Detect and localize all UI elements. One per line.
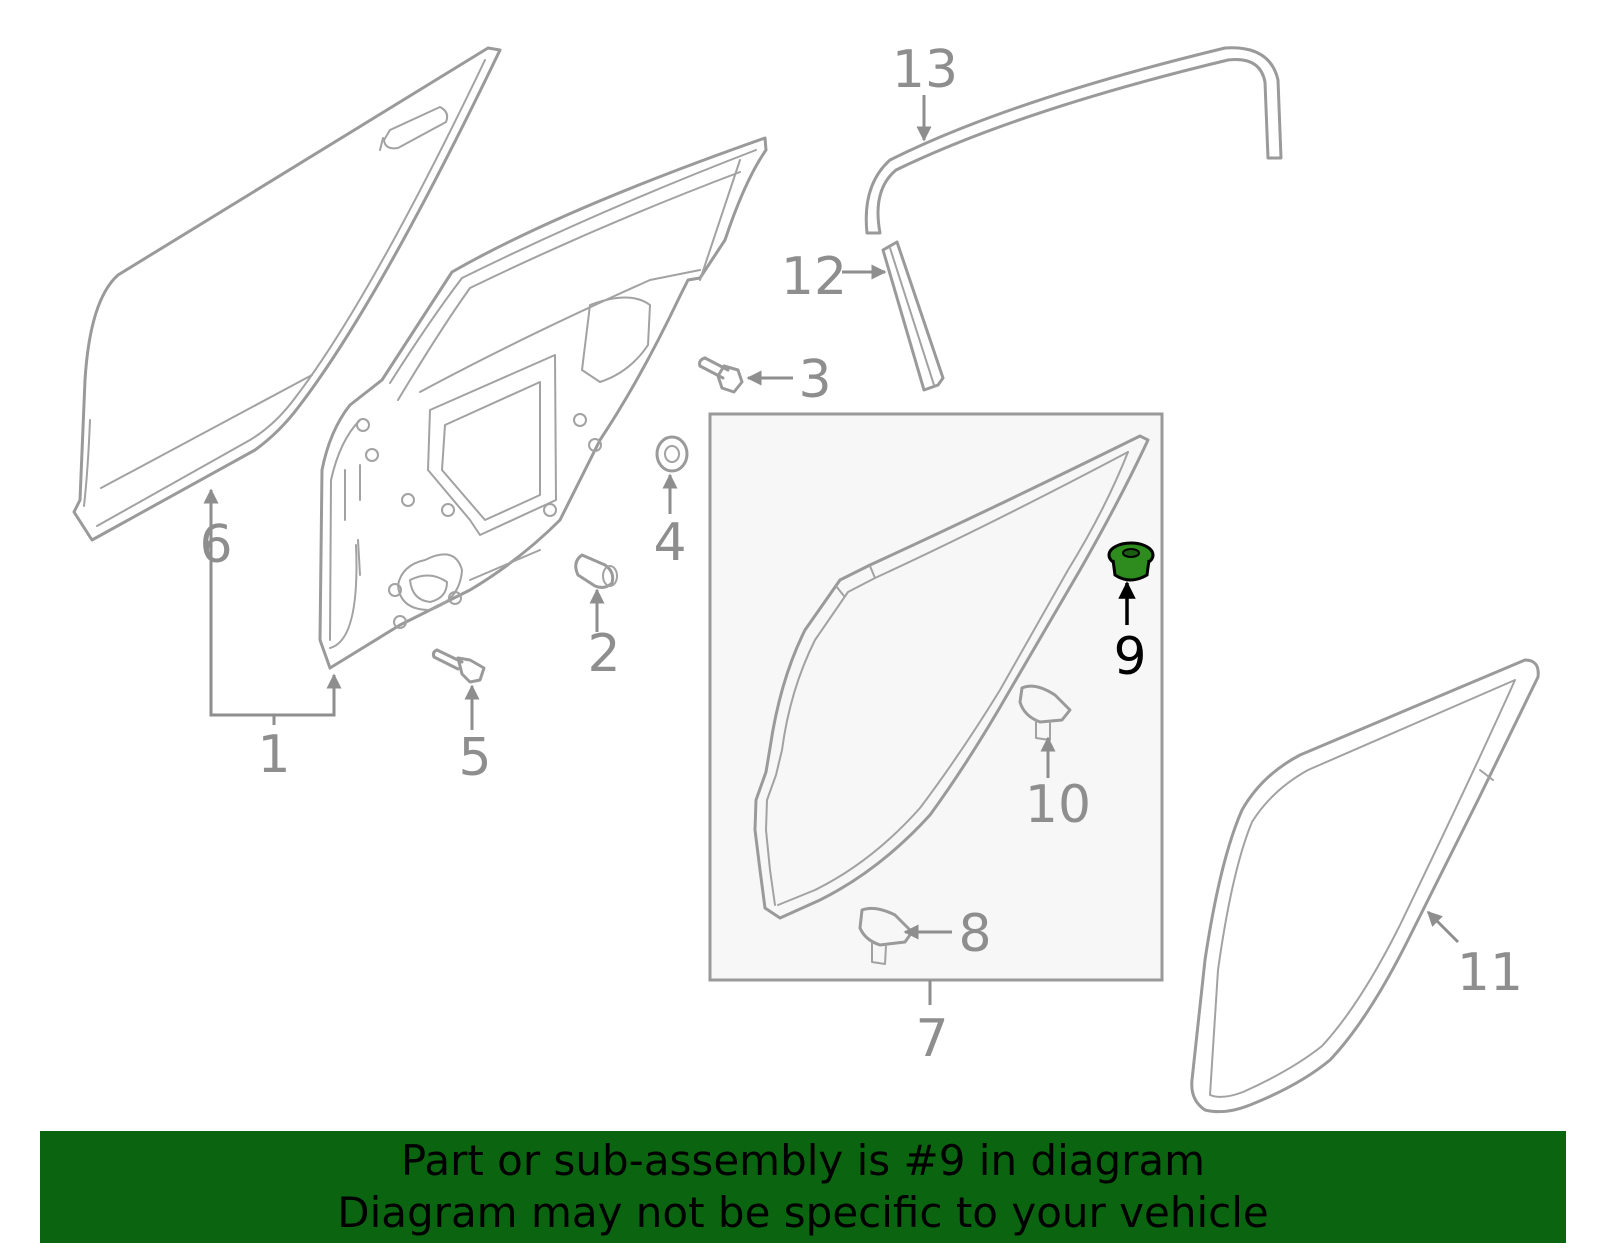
callout-9-highlighted: 9 [1113, 627, 1146, 687]
info-banner: Part or sub-assembly is #9 in diagram Di… [40, 1131, 1566, 1243]
callout-3: 3 [798, 350, 831, 410]
callout-5: 5 [458, 728, 491, 788]
callout-13: 13 [892, 40, 958, 100]
part-1-door-shell [318, 136, 768, 670]
callout-11: 11 [1457, 943, 1523, 1003]
part-7-weatherstrip [753, 434, 1150, 920]
callout-10: 10 [1025, 775, 1091, 835]
part-11-body-weatherstrip [1190, 658, 1540, 1114]
callout-8: 8 [958, 904, 991, 964]
callout-12: 12 [781, 247, 847, 307]
callout-6: 6 [199, 515, 232, 575]
banner-line-1: Part or sub-assembly is #9 in diagram [400, 1136, 1206, 1185]
part-2-door-pin [574, 553, 618, 589]
subassembly-box-7 [708, 412, 1164, 982]
part-4-grommet [655, 435, 689, 473]
part-13-roof-moulding [864, 46, 1283, 235]
callout-2: 2 [587, 624, 620, 684]
callout-4: 4 [653, 513, 686, 573]
part-5-screw [431, 648, 486, 684]
part-6-door-outer-panel [72, 46, 502, 542]
leaders [203, 95, 1460, 1005]
part-3-bolt [698, 356, 744, 394]
part-12-channel-strip [881, 240, 945, 392]
part-9-clip-highlighted [1107, 541, 1155, 582]
banner-line-2: Diagram may not be specific to your vehi… [337, 1188, 1269, 1237]
callout-1: 1 [257, 725, 290, 785]
part-8-clip [858, 906, 914, 965]
callout-7: 7 [915, 1009, 948, 1069]
